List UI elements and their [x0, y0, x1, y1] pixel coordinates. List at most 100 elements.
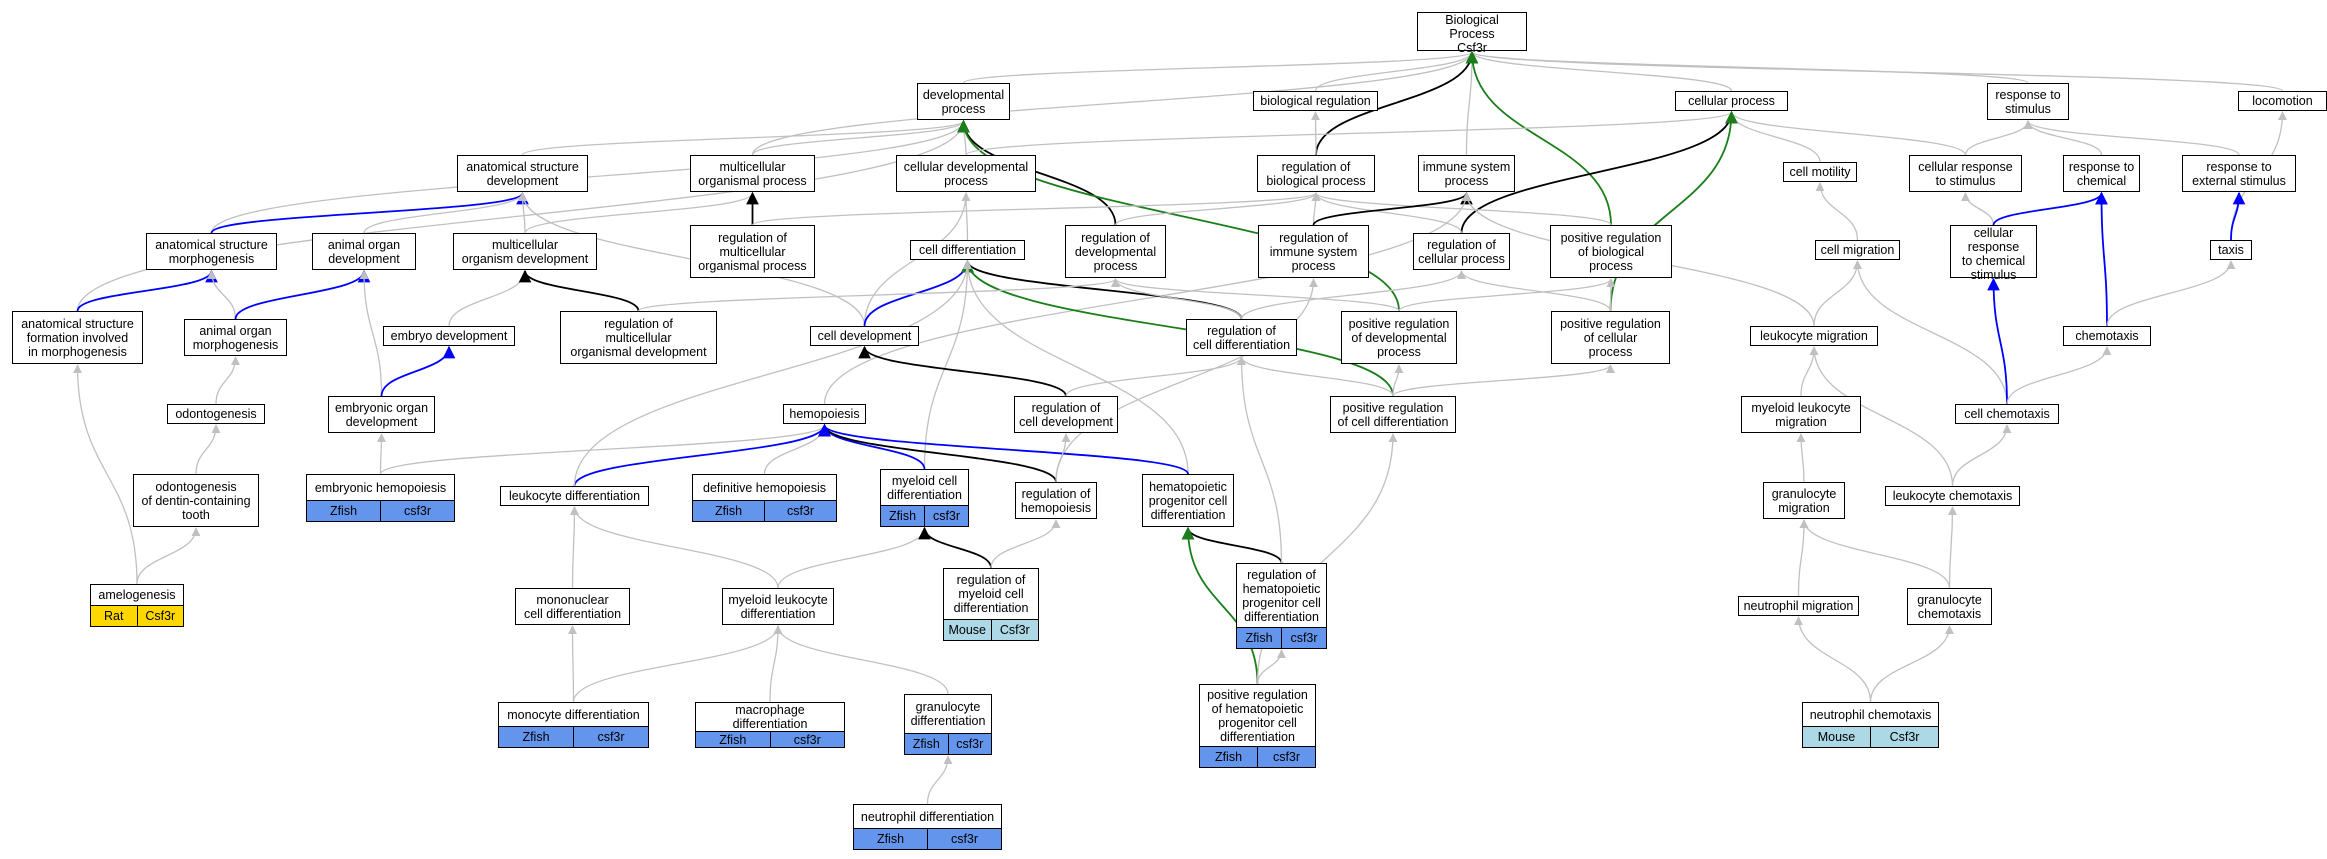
term-node-aod[interactable]: animal organ development — [312, 233, 416, 270]
term-node-myelleuk[interactable]: myeloid leukocyte differentiation — [722, 588, 834, 625]
edge-myelcd-to-hemo — [818, 423, 926, 470]
term-node-regcell[interactable]: regulation of cellular process — [1413, 233, 1510, 270]
term-node-posreghpcd[interactable]: positive regulation of hematopoietic pro… — [1199, 684, 1316, 768]
term-node-celldiff[interactable]: cell differentiation — [910, 240, 1025, 260]
term-node-regmyel[interactable]: regulation of myeloid cell differentiati… — [943, 568, 1039, 641]
term-node-regcd[interactable]: regulation of cell differentiation — [1186, 319, 1297, 356]
annotation-tag: Zfish — [693, 501, 764, 521]
annotation-tag: Zfish — [1237, 628, 1281, 648]
term-node-hemo[interactable]: hemopoiesis — [783, 404, 866, 424]
term-node-leukmig[interactable]: leukocyte migration — [1750, 326, 1878, 346]
term-node-posregdev[interactable]: positive regulation of developmental pro… — [1341, 311, 1457, 364]
edge-regcd-to-regdev — [1111, 278, 1243, 320]
term-label: locomotion — [2252, 94, 2313, 108]
term-node-cellchemo[interactable]: cell chemotaxis — [1955, 404, 2059, 424]
edge-reghemo-to-regimm — [1055, 278, 1319, 483]
term-node-locomotion[interactable]: locomotion — [2238, 91, 2327, 111]
term-node-celldevproc[interactable]: cellular developmental process — [896, 155, 1036, 192]
term-node-posregcd[interactable]: positive regulation of cell differentiat… — [1330, 396, 1456, 433]
term-node-cellmig[interactable]: cell migration — [1815, 240, 1900, 260]
term-node-asm[interactable]: anatomical structure morphogenesis — [146, 233, 277, 270]
term-label: cell development — [817, 329, 912, 343]
term-node-granchemo[interactable]: granulocyte chemotaxis — [1907, 588, 1992, 625]
term-node-cellproc[interactable]: cellular process — [1675, 91, 1788, 111]
edge-reghpcd-to-hpcd — [1181, 526, 1283, 564]
term-label: cell chemotaxis — [1964, 407, 2050, 421]
edge-odonto-to-aom — [215, 356, 241, 405]
term-label: cell differentiation — [918, 243, 1017, 257]
edge-regmyel-to-myelcd — [918, 526, 992, 569]
term-node-root[interactable]: Biological Process Csf3r — [1417, 12, 1527, 55]
term-node-respchem[interactable]: response to chemical — [2063, 155, 2140, 192]
term-label: odontogenesis — [175, 407, 257, 421]
edge-grandiff-to-myelleuk — [773, 625, 949, 695]
term-node-regmod[interactable]: regulation of multicellular organismal d… — [560, 311, 717, 364]
term-node-posregbio[interactable]: positive regulation of biological proces… — [1550, 225, 1672, 278]
term-node-embdev[interactable]: embryo development — [383, 326, 515, 346]
term-label: hemopoiesis — [789, 407, 860, 421]
term-node-regmop[interactable]: regulation of multicellular organismal p… — [690, 225, 815, 278]
term-node-respstim[interactable]: response to stimulus — [1987, 83, 2069, 120]
edge-leukchemo-to-leukmig — [1809, 346, 1954, 487]
term-node-mod[interactable]: multicellular organism development — [453, 233, 597, 270]
term-node-regcdev[interactable]: regulation of cell development — [1014, 396, 1118, 433]
edge-mlm-to-leukmig — [1800, 346, 1819, 397]
term-node-eod[interactable]: embryonic organ development — [328, 396, 435, 433]
edge-asfim-to-asm — [76, 269, 218, 312]
term-node-regbio[interactable]: regulation of biological process — [1257, 155, 1375, 192]
term-node-leukchemo[interactable]: leukocyte chemotaxis — [1885, 486, 2020, 506]
edge-regbio-to-bioreg — [1310, 111, 1321, 156]
term-node-mlm[interactable]: myeloid leukocyte migration — [1741, 396, 1861, 433]
term-node-reghpcd[interactable]: regulation of hematopoietic progenitor c… — [1236, 563, 1327, 649]
term-node-cellmot[interactable]: cell motility — [1783, 162, 1857, 182]
term-node-asfim[interactable]: anatomical structure formation involved … — [12, 311, 143, 364]
edge-cellchemo-to-cellrespchem — [1987, 277, 2008, 405]
term-node-leukdiff[interactable]: leukocyte differentiation — [500, 486, 649, 506]
term-node-cellrespchem[interactable]: cellular response to chemical stimulus — [1950, 225, 2037, 282]
edge-respchem-to-respstim — [2023, 120, 2103, 156]
term-node-hpcd[interactable]: hematopoietic progenitor cell differenti… — [1142, 474, 1234, 527]
edge-posregdev-to-posregbio — [1398, 278, 1616, 312]
term-node-granmig[interactable]: granulocyte migration — [1763, 482, 1845, 519]
annotation-tag: Mouse — [1803, 727, 1870, 747]
term-node-bioreg[interactable]: biological regulation — [1253, 91, 1378, 111]
term-label: cell migration — [1820, 243, 1895, 257]
edge-leukdiff-to-hemo — [573, 423, 831, 487]
term-node-reghemo[interactable]: regulation of hemopoiesis — [1015, 482, 1097, 519]
term-node-multorg[interactable]: multicellular organismal process — [690, 155, 815, 192]
term-node-taxis[interactable]: taxis — [2210, 240, 2252, 260]
term-node-asd[interactable]: anatomical structure development — [457, 155, 588, 192]
term-node-respext[interactable]: response to external stimulus — [2182, 155, 2296, 192]
term-node-cellresp[interactable]: cellular response to stimulus — [1909, 155, 2022, 192]
term-label: odontogenesis of dentin-containing tooth — [141, 479, 251, 522]
edge-cellresp-to-cellproc — [1727, 111, 1967, 156]
edge-regcdev-to-celldev — [858, 345, 1067, 397]
term-node-regimm[interactable]: regulation of immune system process — [1258, 225, 1369, 278]
term-node-neutmig[interactable]: neutrophil migration — [1738, 596, 1859, 616]
term-node-devproc[interactable]: developmental process — [917, 83, 1010, 120]
term-node-chemotaxis[interactable]: chemotaxis — [2063, 326, 2151, 346]
term-node-aom[interactable]: animal organ morphogenesis — [184, 319, 287, 356]
edge-cellrespchem-to-cellresp — [1960, 192, 1995, 226]
term-node-odontodct[interactable]: odontogenesis of dentin-containing tooth — [133, 474, 259, 527]
term-label: mononuclear cell differentiation — [523, 592, 622, 621]
edge-posregcell-to-posregbio — [1606, 278, 1616, 312]
term-node-posregcell[interactable]: positive regulation of cellular process — [1551, 311, 1670, 364]
term-node-odonto[interactable]: odontogenesis — [167, 404, 265, 424]
term-node-celldev[interactable]: cell development — [810, 326, 919, 346]
term-node-immsys[interactable]: immune system process — [1418, 155, 1515, 192]
term-label: cellular response to stimulus — [1918, 159, 2013, 188]
term-node-regdev[interactable]: regulation of developmental process — [1065, 225, 1166, 278]
edge-posregcell-to-regcell — [1457, 270, 1612, 312]
term-node-mononuc[interactable]: mononuclear cell differentiation — [515, 588, 630, 625]
